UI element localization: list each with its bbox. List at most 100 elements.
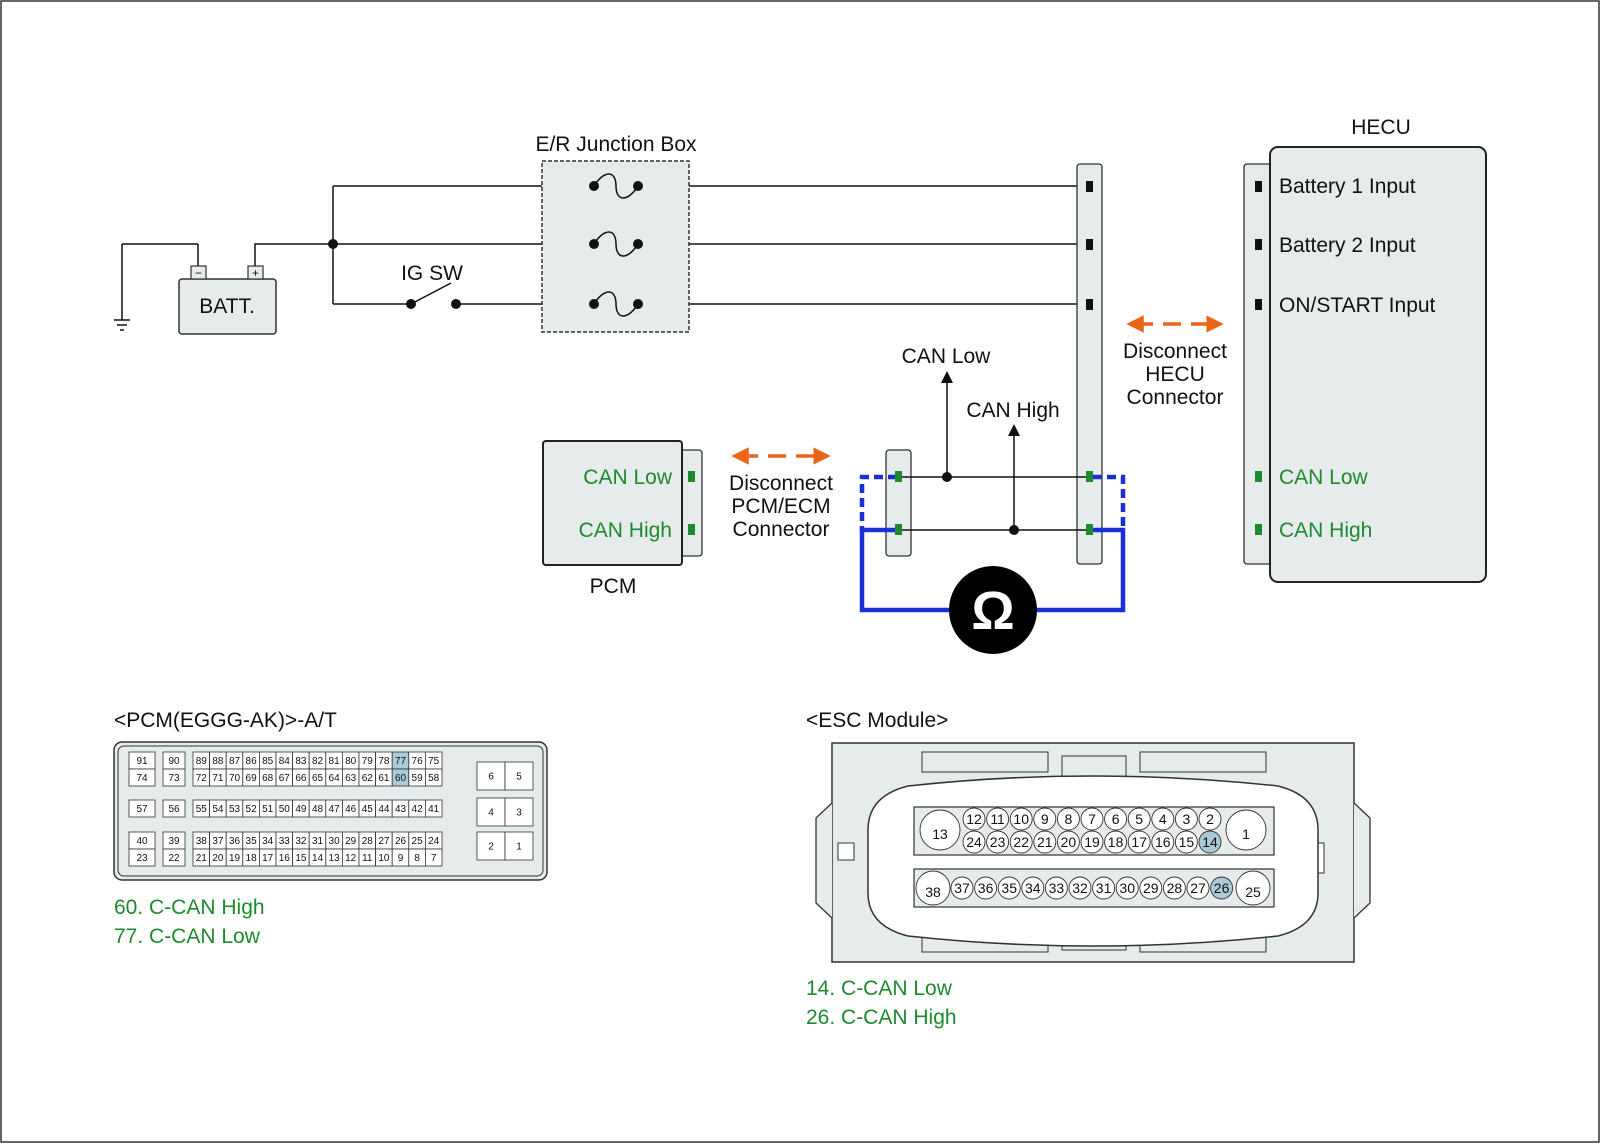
esc-pin-circle <box>1068 876 1092 900</box>
esc-pin-circle <box>962 830 986 854</box>
can-low-arrow-label: CAN Low <box>902 345 992 368</box>
esc-pin-circle <box>1127 807 1151 831</box>
ground-icon <box>114 244 130 331</box>
pcm-pin-can-high: CAN High <box>579 519 672 542</box>
esc-pin-circle <box>997 876 1021 900</box>
pcm-pin-label: 9 <box>398 853 404 864</box>
disconnect-hecu-line-2: HECU <box>1145 363 1205 386</box>
esc-pin-circle <box>1021 876 1045 900</box>
pcm-pin-label: 55 <box>196 804 208 815</box>
esc-pin-circle <box>974 876 998 900</box>
pcm-pin-label: 66 <box>295 773 307 784</box>
pcm-pin-label: 78 <box>378 756 390 767</box>
esc-pin-label: 24 <box>966 834 982 850</box>
pcm-pin-label: 37 <box>212 836 224 847</box>
pcm-pin-cell <box>424 768 443 787</box>
esc-pin-circle <box>1198 830 1222 854</box>
esc-pin-circle <box>1225 809 1267 851</box>
esc-pin-label: 1 <box>1242 826 1250 842</box>
esc-pin-label: 4 <box>1159 811 1167 827</box>
pcm-pin-label: 67 <box>279 773 291 784</box>
pcm-pin-label: 58 <box>428 773 440 784</box>
junction-box-label: E/R Junction Box <box>535 133 697 156</box>
pcm-pin-label: 50 <box>279 804 291 815</box>
splice-node <box>328 239 338 249</box>
hecu-pin-can-low: CAN Low <box>1279 466 1369 489</box>
esc-pin-label: 28 <box>1167 880 1183 896</box>
pcm-harness-pin-can-high <box>895 524 902 535</box>
pcm-pin-label: 35 <box>246 836 258 847</box>
pcm-legend-can-low: 77. C-CAN Low <box>114 925 261 948</box>
esc-pin-label: 12 <box>966 811 982 827</box>
pcm-pin-label: 15 <box>295 853 307 864</box>
esc-pin-circle <box>1235 870 1271 906</box>
esc-pin-label: 23 <box>990 834 1006 850</box>
esc-pin-circle <box>1080 830 1104 854</box>
pcm-pin-label: 38 <box>196 836 208 847</box>
hecu-pin-battery-2: Battery 2 Input <box>1279 234 1416 257</box>
pcm-pin-label: 80 <box>345 756 357 767</box>
pcm-pin-label: 85 <box>262 756 274 767</box>
pcm-pin-cell <box>424 848 443 867</box>
esc-pin-label: 5 <box>1135 811 1143 827</box>
esc-connector-title: <ESC Module> <box>806 709 948 732</box>
pcm-pin-label: 1 <box>516 842 522 853</box>
ohmmeter-leads <box>859 474 1126 613</box>
esc-pin-label: 31 <box>1096 880 1112 896</box>
pcm-pin-label: 19 <box>229 853 241 864</box>
hecu-harness-pin-can-low <box>1086 471 1093 482</box>
pcm-pin-label: 13 <box>329 853 341 864</box>
pcm-pin-label: 45 <box>362 804 374 815</box>
esc-legend-can-low: 14. C-CAN Low <box>806 977 953 1000</box>
pcm-pin-label: 57 <box>136 804 148 815</box>
pcm-pin-label: 44 <box>378 804 390 815</box>
fuse-3 <box>589 291 643 317</box>
pcm-pin-label: 27 <box>378 836 390 847</box>
pcm-pin-label: 21 <box>196 853 208 864</box>
pcm-pin-label: 43 <box>395 804 407 815</box>
pcm-pin-label: 36 <box>229 836 241 847</box>
pcm-connector-title: <PCM(EGGG-AK)>-A/T <box>114 709 337 732</box>
esc-pin-circle <box>1104 807 1128 831</box>
pcm-pin-label: 71 <box>212 773 224 784</box>
esc-pin-label: 34 <box>1025 880 1041 896</box>
pcm-pin-label: 7 <box>431 853 437 864</box>
esc-pin-label: 20 <box>1061 834 1077 850</box>
esc-pin-circle <box>1210 876 1234 900</box>
pcm-pin-label: 77 <box>395 756 407 767</box>
pcm-pin-label: 32 <box>295 836 307 847</box>
esc-pin-label: 25 <box>1245 884 1261 900</box>
pcm-pin-label: 22 <box>168 853 180 864</box>
esc-pin-label: 36 <box>978 880 994 896</box>
pcm-pin-label: 86 <box>246 756 258 767</box>
esc-pin-label: 35 <box>1001 880 1017 896</box>
esc-pin-label: 19 <box>1084 834 1100 850</box>
esc-pin-circle <box>1174 830 1198 854</box>
esc-pin-circle <box>1092 876 1116 900</box>
battery-minus-terminal <box>190 265 207 280</box>
fuse-2 <box>589 231 643 257</box>
pcm-pin-label: 17 <box>262 853 274 864</box>
pcm-pin-label: 82 <box>312 756 324 767</box>
hecu-pin-can-high: CAN High <box>1279 519 1372 542</box>
pcm-legend-can-high: 60. C-CAN High <box>114 896 265 919</box>
esc-pin-label: 2 <box>1206 811 1214 827</box>
pcm-harness-pin-can-low <box>895 471 902 482</box>
esc-pin-label: 3 <box>1183 811 1191 827</box>
pcm-pin-label: 39 <box>168 836 180 847</box>
can-high-arrow-label: CAN High <box>966 399 1059 422</box>
pcm-pin-label: 81 <box>329 756 341 767</box>
pcm-pin-label: 69 <box>246 773 258 784</box>
pcm-pin-label: 63 <box>345 773 357 784</box>
esc-pin-label: 16 <box>1155 834 1171 850</box>
esc-pin-circle <box>1044 876 1068 900</box>
esc-pin-circle <box>915 870 951 906</box>
esc-pin-label: 13 <box>932 826 948 842</box>
pcm-pin-label: 89 <box>196 756 208 767</box>
esc-pin-label: 32 <box>1072 880 1088 896</box>
battery-label: BATT. <box>199 295 255 318</box>
